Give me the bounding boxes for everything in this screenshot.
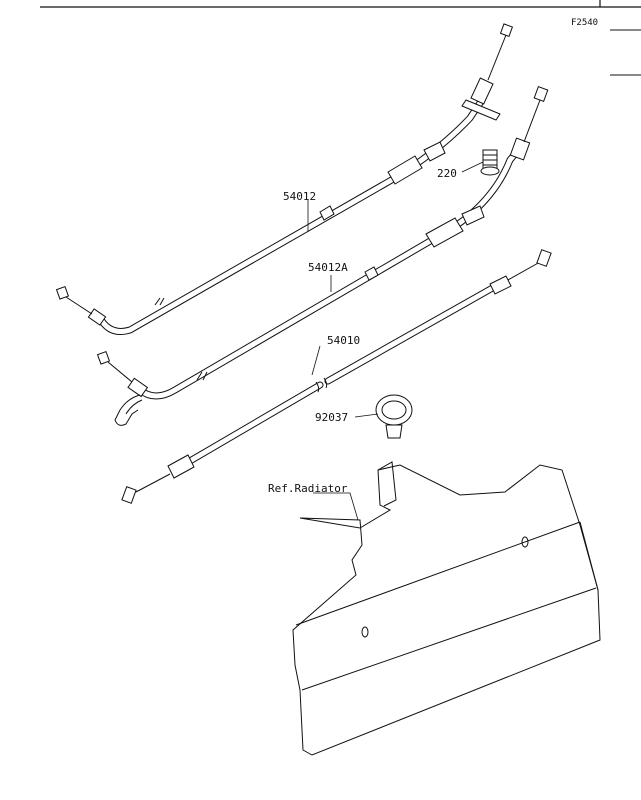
label-92037: 92037 bbox=[315, 411, 348, 424]
label-54012: 54012 bbox=[283, 190, 316, 203]
cable-54012a-drawing[interactable] bbox=[96, 86, 549, 426]
clamp-92037-drawing[interactable] bbox=[375, 394, 413, 439]
bolt-220-drawing[interactable] bbox=[480, 149, 500, 176]
radiator-shroud-drawing bbox=[292, 461, 601, 756]
cable-54010-drawing[interactable] bbox=[121, 249, 552, 504]
label-220: 220 bbox=[437, 167, 457, 180]
leader-lines bbox=[307, 161, 484, 521]
label-54012a: 54012A bbox=[308, 261, 348, 274]
figure-code: F2540 bbox=[571, 18, 598, 28]
label-ref-radiator: Ref.Radiator bbox=[268, 482, 348, 495]
cable-54012-drawing[interactable] bbox=[55, 23, 514, 335]
page-frame bbox=[40, 0, 641, 76]
label-54010: 54010 bbox=[327, 334, 360, 347]
